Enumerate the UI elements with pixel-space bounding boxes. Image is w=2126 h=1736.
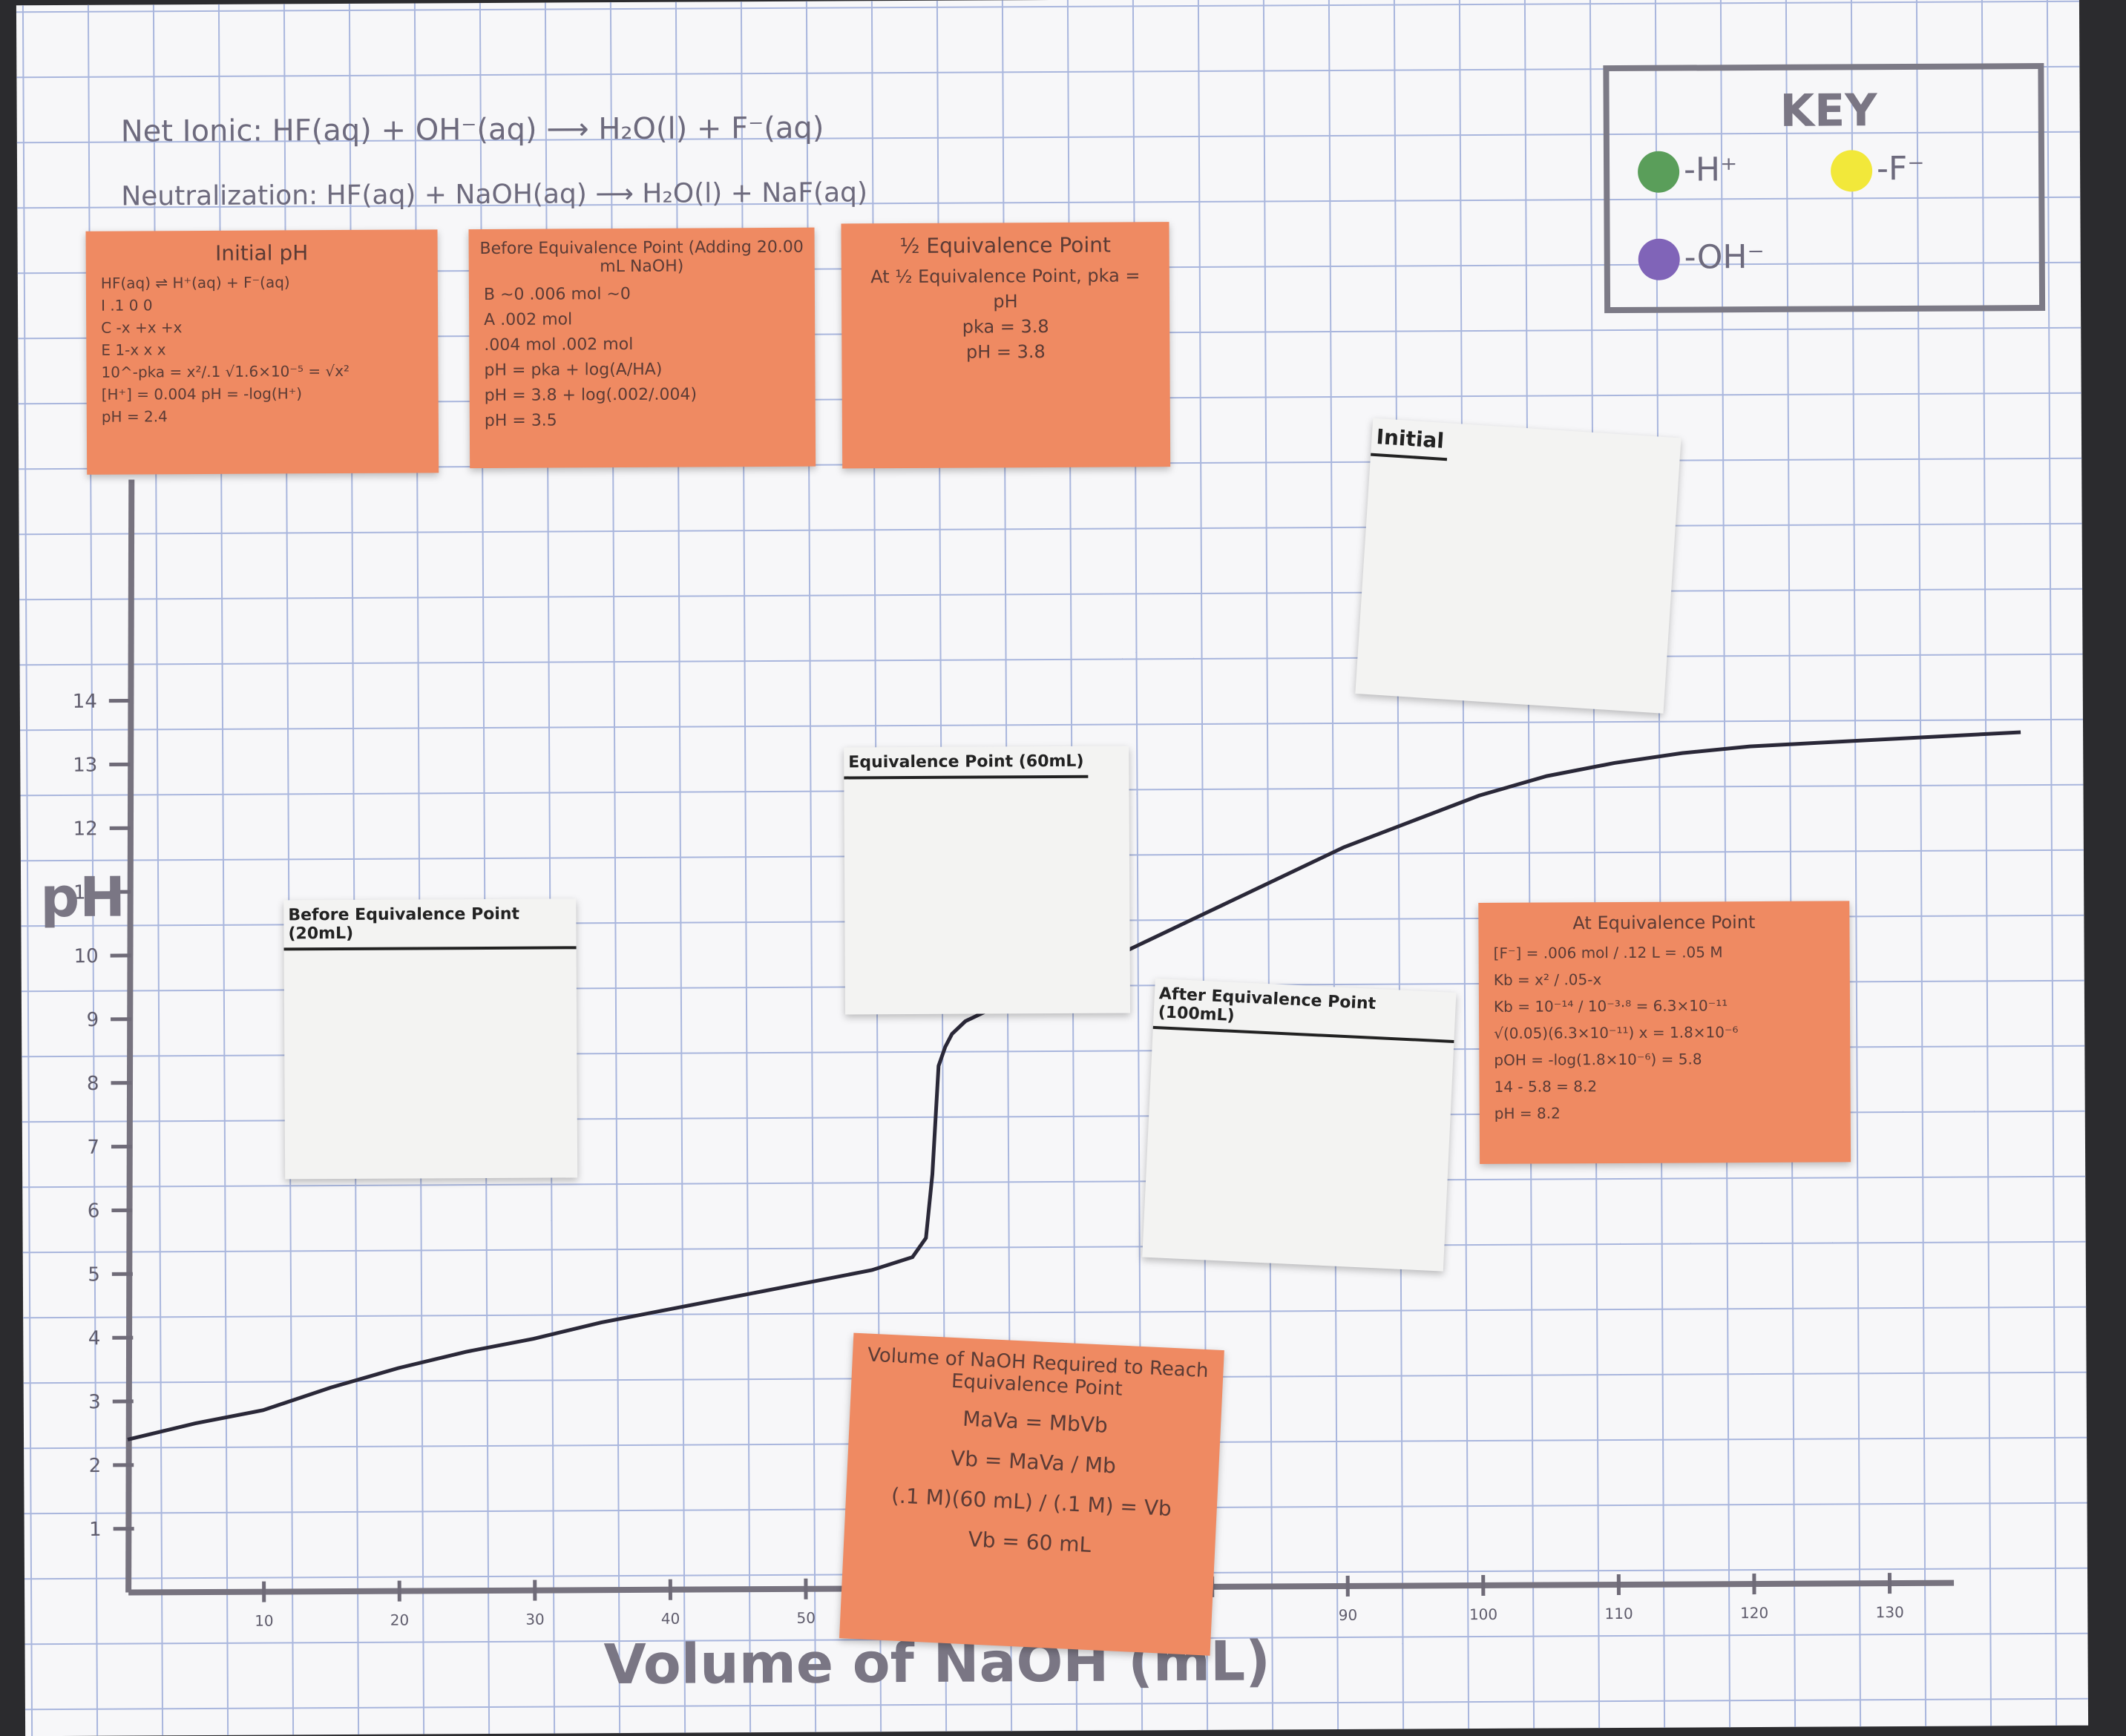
y-tick-label: 5 [88, 1263, 100, 1286]
y-tick-label: 10 [73, 945, 98, 967]
poster-board: Net Ionic: HF(aq) + OH⁻(aq) ⟶ H₂O(l) + F… [16, 0, 2088, 1736]
y-tick-label: 12 [73, 818, 98, 840]
half-equivalence-note: ½ Equivalence Point At ½ Equivalence Poi… [841, 222, 1170, 468]
before-equivalence-blank-note-title: Before Equivalence Point (20mL) [283, 898, 576, 950]
initial-ph-note-title: Initial pH [86, 229, 438, 266]
initial-ph-note-text: HF(aq) ⇌ H⁺(aq) + F⁻(aq) I .1 0 0 C -x +… [86, 264, 439, 433]
x-tick-label: 120 [1740, 1604, 1768, 1622]
x-tick-label: 100 [1469, 1605, 1497, 1623]
at-equivalence-note: At Equivalence Point [F⁻] = .006 mol / .… [1478, 901, 1851, 1164]
before-equivalence-note: Before Equivalence Point (Adding 20.00 m… [468, 228, 816, 468]
equivalence-point-note: Equivalence Point (60mL) [844, 746, 1130, 1014]
x-tick-label: 130 [1876, 1603, 1904, 1621]
y-tick-label: 8 [87, 1073, 99, 1095]
before-equivalence-blank-note: Before Equivalence Point (20mL) [283, 898, 577, 1179]
before-equivalence-note-text: B ~0 .006 mol ~0 A .002 mol .004 mol .00… [469, 275, 816, 440]
y-tick-label: 1 [89, 1519, 102, 1541]
initial-note-title: Initial [1371, 418, 1450, 461]
y-tick-label: 6 [88, 1200, 100, 1223]
y-axis-title: pH [40, 866, 125, 930]
before-equivalence-note-title: Before Equivalence Point (Adding 20.00 m… [468, 228, 814, 277]
half-equivalence-note-title: ½ Equivalence Point [841, 222, 1169, 258]
after-equivalence-note: After Equivalence Point (100mL) [1142, 979, 1456, 1272]
y-tick-label: 7 [87, 1137, 99, 1159]
x-tick-label: 90 [1339, 1606, 1358, 1624]
initial-ph-note: Initial pH HF(aq) ⇌ H⁺(aq) + F⁻(aq) I .1… [86, 229, 439, 474]
y-tick-label: 3 [88, 1391, 101, 1413]
y-axis-line [122, 479, 137, 1592]
x-tick-label: 10 [255, 1612, 274, 1630]
at-equivalence-note-text: [F⁻] = .006 mol / .12 L = .05 M Kb = x² … [1478, 932, 1850, 1133]
y-tick-label: 14 [73, 691, 97, 713]
initial-note: Initial [1355, 418, 1681, 714]
y-tick-label: 9 [86, 1009, 99, 1031]
x-tick-label: 30 [525, 1611, 545, 1628]
volume-required-note: Volume of NaOH Required to Reach Equival… [839, 1333, 1224, 1656]
y-tick-label: 4 [88, 1327, 101, 1349]
half-equivalence-note-text: At ½ Equivalence Point, pka = pH pka = 3… [841, 257, 1170, 371]
x-tick-label: 110 [1604, 1605, 1633, 1622]
y-tick-label: 2 [89, 1455, 102, 1477]
y-tick-label: 13 [73, 754, 97, 777]
at-equivalence-note-title: At Equivalence Point [1478, 901, 1849, 934]
x-tick-label: 50 [796, 1609, 816, 1627]
equivalence-point-note-title: Equivalence Point (60mL) [844, 746, 1088, 780]
volume-required-note-text: MaVa = MbVb Vb = MaVa / Mb (.1 M)(60 mL)… [843, 1388, 1221, 1577]
x-tick-label: 40 [661, 1610, 680, 1628]
x-tick-label: 20 [390, 1611, 410, 1629]
